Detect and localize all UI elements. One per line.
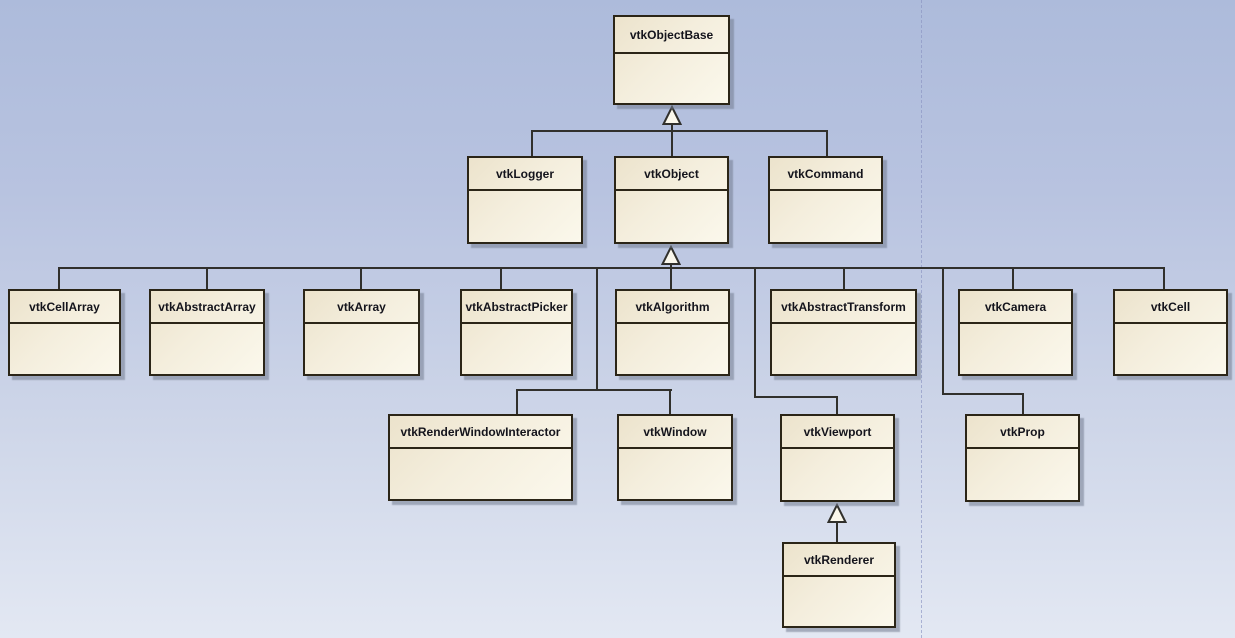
connector-segment	[670, 267, 672, 289]
generalization-arrow-icon	[827, 503, 847, 523]
connector-segment	[1012, 267, 1014, 289]
class-box-vtkArray[interactable]: vtkArray	[303, 289, 420, 376]
generalization-arrow-icon	[662, 105, 682, 125]
connector-segment	[596, 267, 598, 391]
connector-segment	[516, 389, 672, 391]
class-body	[784, 577, 894, 626]
class-body	[305, 324, 418, 374]
class-body	[617, 324, 728, 374]
class-name: vtkViewport	[782, 416, 893, 449]
class-body	[960, 324, 1071, 374]
class-box-vtkLogger[interactable]: vtkLogger	[467, 156, 583, 244]
class-body	[770, 191, 881, 242]
connector-segment	[531, 130, 828, 132]
class-name: vtkAbstractArray	[151, 291, 263, 324]
connector-segment	[670, 263, 672, 269]
class-body	[616, 191, 727, 242]
class-name: vtkAbstractPicker	[462, 291, 571, 324]
class-box-vtkRenderer[interactable]: vtkRenderer	[782, 542, 896, 628]
connector-segment	[826, 130, 828, 156]
connector-segment	[206, 267, 208, 289]
generalization-arrow-icon	[661, 245, 681, 265]
connector-segment	[754, 396, 838, 398]
class-name: vtkRenderWindowInteractor	[390, 416, 571, 449]
class-body	[462, 324, 571, 374]
connector-segment	[942, 267, 944, 395]
class-name: vtkWindow	[619, 416, 731, 449]
class-box-vtkObject[interactable]: vtkObject	[614, 156, 729, 244]
class-name: vtkArray	[305, 291, 418, 324]
class-name: vtkCamera	[960, 291, 1071, 324]
connector-segment	[58, 267, 60, 289]
class-body	[782, 449, 893, 500]
class-box-vtkRenderWindowInteractor[interactable]: vtkRenderWindowInteractor	[388, 414, 573, 501]
connector-segment	[836, 521, 838, 542]
class-name: vtkCell	[1115, 291, 1226, 324]
page-boundary-line	[921, 0, 922, 638]
class-name: vtkRenderer	[784, 544, 894, 577]
class-body	[390, 449, 571, 499]
class-body	[772, 324, 915, 374]
connector-segment	[500, 267, 502, 289]
class-body	[1115, 324, 1226, 374]
class-box-vtkAbstractTransform[interactable]: vtkAbstractTransform	[770, 289, 917, 376]
connector-segment	[1163, 267, 1165, 289]
connector-segment	[754, 267, 756, 398]
class-box-vtkCellArray[interactable]: vtkCellArray	[8, 289, 121, 376]
class-body	[967, 449, 1078, 500]
class-box-vtkCommand[interactable]: vtkCommand	[768, 156, 883, 244]
class-body	[151, 324, 263, 374]
class-body	[10, 324, 119, 374]
connector-segment	[843, 267, 845, 289]
connector-segment	[516, 389, 518, 414]
class-box-vtkProp[interactable]: vtkProp	[965, 414, 1080, 502]
class-body	[615, 54, 728, 103]
class-box-vtkObjectBase[interactable]: vtkObjectBase	[613, 15, 730, 105]
connector-segment	[58, 267, 1165, 269]
connector-segment	[671, 130, 673, 156]
connector-segment	[836, 396, 838, 414]
class-name: vtkAbstractTransform	[772, 291, 915, 324]
class-box-vtkAbstractArray[interactable]: vtkAbstractArray	[149, 289, 265, 376]
class-box-vtkCamera[interactable]: vtkCamera	[958, 289, 1073, 376]
connector-segment	[1022, 393, 1024, 414]
class-box-vtkCell[interactable]: vtkCell	[1113, 289, 1228, 376]
class-name: vtkCommand	[770, 158, 881, 191]
connector-segment	[531, 130, 533, 156]
class-name: vtkCellArray	[10, 291, 119, 324]
class-name: vtkLogger	[469, 158, 581, 191]
connector-segment	[942, 393, 1024, 395]
class-box-vtkWindow[interactable]: vtkWindow	[617, 414, 733, 501]
connector-segment	[360, 267, 362, 289]
class-name: vtkObjectBase	[615, 17, 728, 54]
class-name: vtkAlgorithm	[617, 291, 728, 324]
class-box-vtkViewport[interactable]: vtkViewport	[780, 414, 895, 502]
class-body	[469, 191, 581, 242]
class-name: vtkObject	[616, 158, 727, 191]
class-box-vtkAlgorithm[interactable]: vtkAlgorithm	[615, 289, 730, 376]
connector-segment	[671, 123, 673, 132]
class-box-vtkAbstractPicker[interactable]: vtkAbstractPicker	[460, 289, 573, 376]
connector-segment	[669, 389, 671, 414]
class-body	[619, 449, 731, 499]
class-name: vtkProp	[967, 416, 1078, 449]
